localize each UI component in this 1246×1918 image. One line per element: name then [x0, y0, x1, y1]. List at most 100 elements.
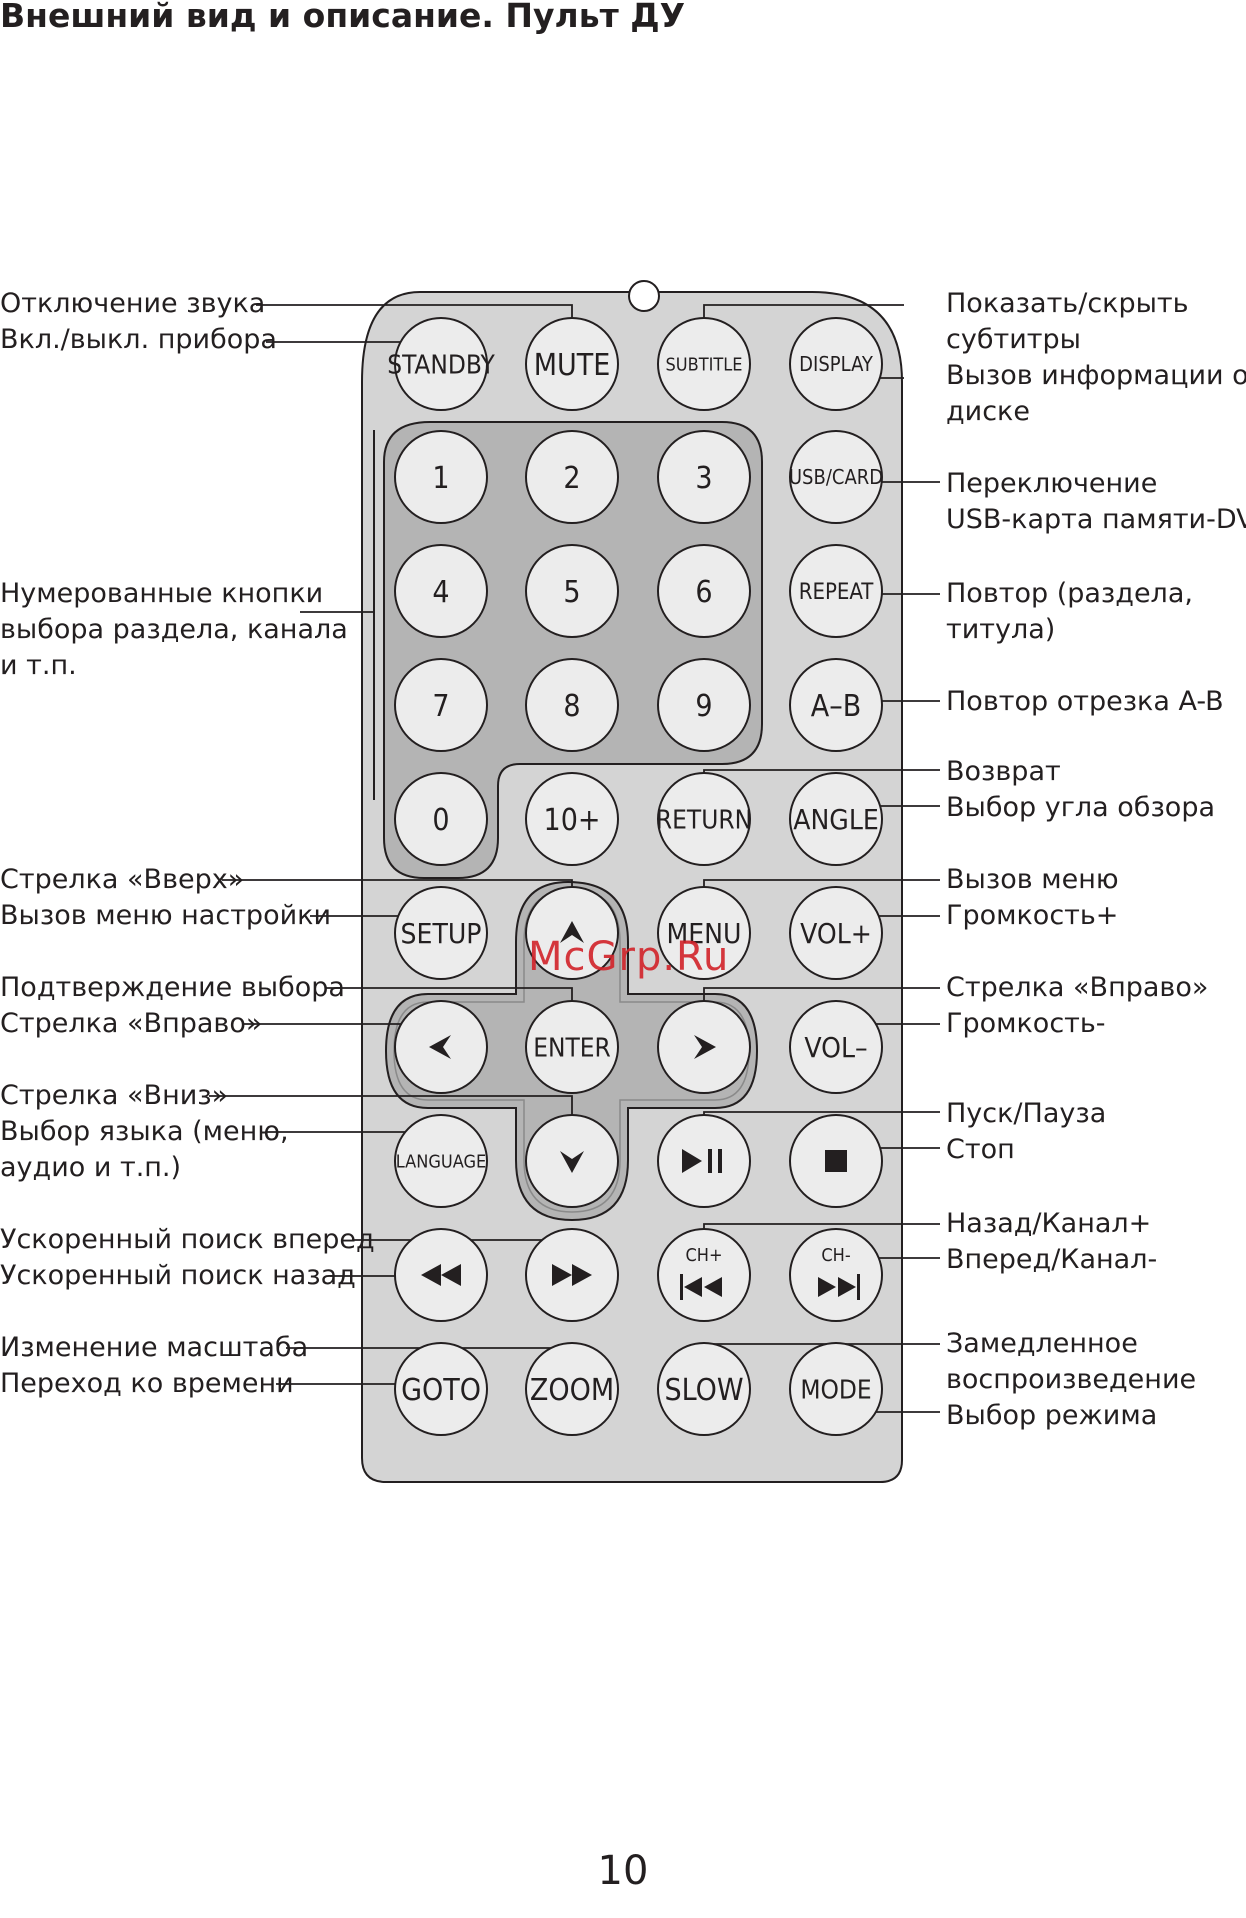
goto-button[interactable]: GOTO — [394, 1342, 488, 1436]
label-standby: Вкл./выкл. прибора — [0, 324, 277, 355]
number-7-label: 7 — [432, 689, 449, 724]
number-6-button[interactable]: 6 — [657, 544, 751, 638]
label-numbers-line-2: выбора раздела, канала — [0, 614, 348, 645]
play-pause-button[interactable] — [657, 1114, 751, 1208]
label-display-line-1: Вызов информации о — [946, 360, 1246, 391]
label-language-line-2: аудио и т.п.) — [0, 1152, 182, 1183]
down-button[interactable] — [525, 1114, 619, 1208]
number-1-button[interactable]: 1 — [394, 430, 488, 524]
slow-button[interactable]: SLOW — [657, 1342, 751, 1436]
vol-minus-label: VOL– — [804, 1031, 867, 1064]
number-0-button[interactable]: 0 — [394, 772, 488, 866]
number-1-label: 1 — [432, 461, 449, 496]
zoom-button[interactable]: ZOOM — [525, 1342, 619, 1436]
menu-label: MENU — [667, 917, 742, 950]
number-0-label: 0 — [432, 803, 449, 838]
number-8-button[interactable]: 8 — [525, 658, 619, 752]
angle-button[interactable]: ANGLE — [789, 772, 883, 866]
number-9-button[interactable]: 9 — [657, 658, 751, 752]
label-subtitle-line-1: Показать/скрыть — [946, 288, 1189, 319]
stop-icon — [825, 1150, 847, 1172]
number-9-label: 9 — [695, 689, 712, 724]
return-button[interactable]: RETURN — [656, 772, 752, 866]
number-4-button[interactable]: 4 — [394, 544, 488, 638]
angle-label: ANGLE — [793, 803, 879, 836]
rewind-button[interactable] — [394, 1228, 488, 1322]
label-repeat-line-2: титула) — [946, 614, 1056, 645]
repeat-button[interactable]: REPEAT — [789, 544, 883, 638]
number-10-plus-button[interactable]: 10+ — [525, 772, 619, 866]
arrow-up-icon — [560, 921, 584, 943]
number-5-label: 5 — [563, 575, 580, 610]
standby-button[interactable]: STANDBY — [387, 317, 495, 411]
usb-card-label: USB/CARD — [789, 465, 883, 489]
next-label: CH- — [821, 1245, 850, 1266]
previous-button[interactable]: CH+ — [657, 1228, 751, 1322]
next-button[interactable]: CH- — [789, 1228, 883, 1322]
menu-button[interactable]: MENU — [657, 886, 751, 980]
language-label: LANGUAGE — [396, 1151, 487, 1172]
label-mode: Выбор режима — [946, 1400, 1158, 1431]
left-button[interactable] — [394, 1000, 488, 1094]
arrow-left-icon — [429, 1035, 451, 1059]
arrow-right-icon — [694, 1035, 716, 1059]
arrow-down-icon — [560, 1151, 584, 1173]
label-subtitle-line-2: субтитры — [946, 324, 1081, 355]
subtitle-button[interactable]: SUBTITLE — [657, 317, 751, 411]
label-menu: Вызов меню — [946, 864, 1119, 895]
display-button[interactable]: DISPLAY — [789, 317, 883, 411]
label-numbers-line-3: и т.п. — [0, 650, 77, 681]
number-4-label: 4 — [432, 575, 449, 610]
enter-button[interactable]: ENTER — [525, 1000, 619, 1094]
label-prev: Назад/Канал+ — [946, 1208, 1152, 1239]
a-b-label: A–B — [811, 689, 861, 724]
vol-minus-button[interactable]: VOL– — [789, 1000, 883, 1094]
page-title: Внешний вид и описание. Пульт ДУ — [0, 0, 686, 35]
fast-forward-button[interactable] — [525, 1228, 619, 1322]
number-6-label: 6 — [695, 575, 712, 610]
vol-plus-button[interactable]: VOL+ — [789, 886, 883, 980]
mode-label: MODE — [800, 1375, 871, 1405]
goto-label: GOTO — [401, 1373, 481, 1408]
number-pad-panel — [383, 421, 763, 879]
right-button[interactable] — [657, 1000, 751, 1094]
previous-icon — [680, 1274, 722, 1300]
setup-label: SETUP — [401, 917, 482, 950]
label-next: Вперед/Канал- — [946, 1244, 1158, 1275]
label-repeat-line-1: Повтор (раздела, — [946, 578, 1193, 609]
label-usb-line-2: USB-карта памяти-DVD — [946, 504, 1246, 535]
mode-button[interactable]: MODE — [789, 1342, 883, 1436]
usb-card-button[interactable]: USB/CARD — [789, 430, 883, 524]
label-slow-line-1: Замедленное — [946, 1328, 1138, 1359]
a-b-button[interactable]: A–B — [789, 658, 883, 752]
number-3-label: 3 — [695, 461, 712, 496]
label-mute: Отключение звука — [0, 288, 266, 319]
label-language-line-1: Выбор языка (меню, — [0, 1116, 289, 1147]
number-2-button[interactable]: 2 — [525, 430, 619, 524]
rewind-icon — [421, 1264, 461, 1286]
setup-button[interactable]: SETUP — [394, 886, 488, 980]
label-vol-plus: Громкость+ — [946, 900, 1119, 931]
number-3-button[interactable]: 3 — [657, 430, 751, 524]
label-down: Стрелка «Вниз» — [0, 1080, 229, 1111]
label-return: Возврат — [946, 756, 1061, 787]
label-left: Стрелка «Вправо» — [0, 1008, 263, 1039]
mute-button[interactable]: MUTE — [525, 317, 619, 411]
label-ab: Повтор отрезка A-B — [946, 686, 1224, 717]
language-button[interactable]: LANGUAGE — [394, 1114, 488, 1208]
label-up: Стрелка «Вверх» — [0, 864, 245, 895]
number-5-button[interactable]: 5 — [525, 544, 619, 638]
label-stop: Стоп — [946, 1134, 1015, 1165]
display-label: DISPLAY — [799, 352, 874, 376]
page-number: 10 — [597, 1848, 649, 1894]
label-numbers-line-1: Нумерованные кнопки — [0, 578, 324, 609]
previous-label: CH+ — [685, 1245, 722, 1266]
slow-label: SLOW — [664, 1373, 743, 1408]
number-7-button[interactable]: 7 — [394, 658, 488, 752]
label-rewind: Ускоренный поиск назад — [0, 1260, 356, 1291]
stop-button[interactable] — [789, 1114, 883, 1208]
subtitle-label: SUBTITLE — [665, 354, 742, 375]
up-button[interactable] — [525, 886, 619, 980]
repeat-label: REPEAT — [799, 580, 875, 605]
